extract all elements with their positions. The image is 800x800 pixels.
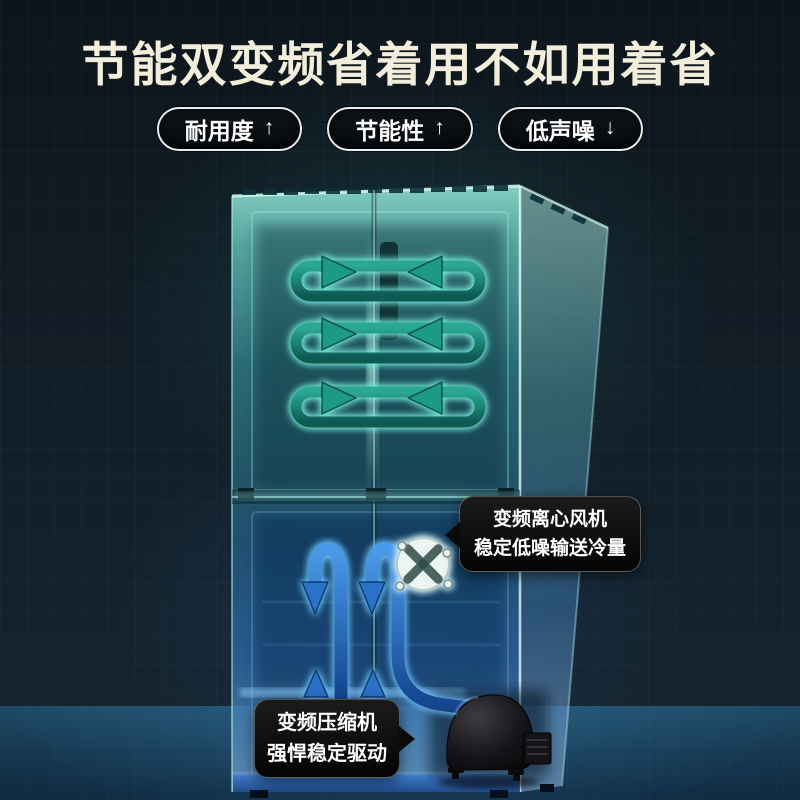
door-handle-lower — [380, 300, 398, 340]
arrow-right-icon — [321, 255, 357, 289]
badge-label: 节能性 — [355, 118, 425, 144]
top-side-edge — [519, 184, 609, 230]
top-vent-slots — [242, 185, 587, 225]
compressor-callout-line1: 变频压缩机 — [277, 711, 377, 734]
arrow-up-icon: ↑ — [434, 116, 445, 139]
centrifugal-fan-icon — [395, 537, 453, 591]
fridge-foot — [250, 790, 268, 798]
badge-label: 耐用度 — [184, 118, 254, 144]
badge-label: 低声噪 — [525, 118, 595, 144]
airflow-hairpin-1 — [308, 542, 348, 700]
arrow-up-icon — [360, 669, 386, 698]
divider-glow — [234, 492, 520, 500]
arrow-left-icon — [407, 381, 443, 415]
arrow-right-icon — [321, 381, 357, 415]
callout-tail-right — [399, 726, 415, 752]
fridge-foot — [490, 790, 508, 798]
fridge-foot — [540, 784, 554, 792]
arrow-down-icon: ↓ — [604, 116, 616, 139]
feature-badges: 耐用度 ↑ 节能性 ↑ 低声噪 ↓ — [0, 107, 800, 151]
callout-tail-left — [445, 522, 460, 548]
arrow-right-icon — [321, 317, 357, 351]
arrow-left-icon — [407, 317, 443, 351]
airflow-row-2 — [290, 317, 486, 364]
page-title: 节能双变频省着用不如用着省 — [81, 38, 719, 91]
arrow-down-icon — [301, 581, 329, 615]
compressor-callout: 变频压缩机 强悍稳定驱动 — [254, 699, 415, 778]
teal-circulation-arrows — [290, 255, 486, 428]
fan-callout-line2: 稳定低噪输送冷量 — [473, 538, 626, 559]
arrow-left-icon — [407, 255, 443, 289]
airflow-row-3 — [290, 381, 486, 428]
badge-low-noise: 低声噪 ↓ — [497, 107, 644, 151]
airflow-row-1 — [290, 255, 486, 302]
center-glow-column — [367, 235, 378, 493]
compressor-callout-line2: 强悍稳定驱动 — [267, 742, 387, 765]
badge-durability: 耐用度 ↑ — [156, 107, 303, 151]
arrow-up-icon — [303, 669, 329, 698]
arrow-up-icon: ↑ — [263, 116, 275, 139]
fan-callout: 变频离心风机 稳定低噪输送冷量 — [445, 496, 641, 572]
duct-glow-line — [240, 688, 465, 697]
arrow-down-icon — [358, 581, 386, 615]
badge-energy-saving: 节能性 ↑ — [327, 107, 473, 151]
fan-callout-line1: 变频离心风机 — [492, 508, 607, 530]
fridge-side-panel — [520, 186, 608, 792]
compressor-icon — [439, 694, 552, 789]
